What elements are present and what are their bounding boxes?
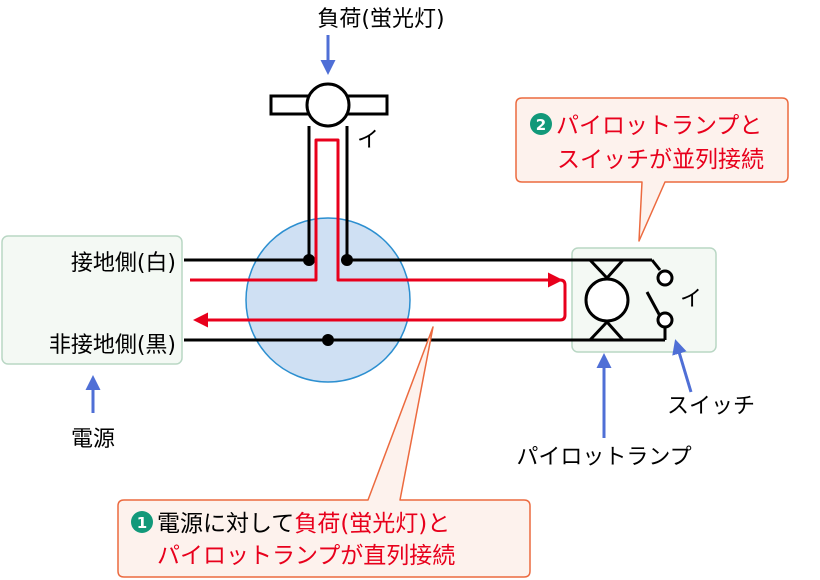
callout2-line2: スイッチが並列接続 — [557, 147, 764, 173]
hot-wire-label: 非接地側(黒) — [49, 333, 176, 358]
load-terminal-label: イ — [357, 128, 379, 153]
callout1-line1-red: 負荷(蛍光灯)と — [294, 511, 450, 537]
callout1-badge — [131, 511, 153, 533]
wiring — [184, 126, 590, 342]
callout1-line1-black: 電源に対して — [157, 511, 294, 537]
pointer-arrows — [85, 35, 693, 438]
connection-dot — [322, 334, 334, 346]
callout-series: 1 電源に対して負荷(蛍光灯)と パイロットランプが直列接続 — [117, 326, 531, 578]
power-source-box — [1, 235, 183, 365]
load-label: 負荷(蛍光灯) — [317, 7, 444, 32]
switch-box — [571, 247, 717, 353]
load-symbol — [269, 82, 389, 128]
callout2-line1: パイロットランプと — [556, 113, 762, 139]
current-path — [190, 138, 567, 328]
switch-terminal-label: イ — [680, 287, 702, 312]
neutral-wire-label: 接地側(白) — [71, 251, 176, 276]
connection-dot — [341, 254, 353, 266]
callout2-badge — [530, 113, 552, 135]
switch-label: スイッチ — [667, 394, 755, 419]
callout2-badge-number: 2 — [536, 116, 546, 134]
svg-text:電源に対して負荷(蛍光灯)と: 電源に対して負荷(蛍光灯)と — [157, 511, 450, 537]
junction-box — [245, 217, 411, 383]
pilot-lamp-label: パイロットランプ — [516, 445, 691, 470]
arrow-to-switch — [672, 339, 693, 393]
connection-dot — [303, 254, 315, 266]
power-source-label: 電源 — [71, 427, 115, 452]
callout1-badge-number: 1 — [137, 514, 147, 532]
callout-parallel: 2 パイロットランプと スイッチが並列接続 — [515, 97, 789, 242]
callout1-line2: パイロットランプが直列接続 — [157, 543, 455, 569]
pilot-lamp-symbol — [584, 258, 665, 342]
switch-symbol — [645, 259, 674, 340]
